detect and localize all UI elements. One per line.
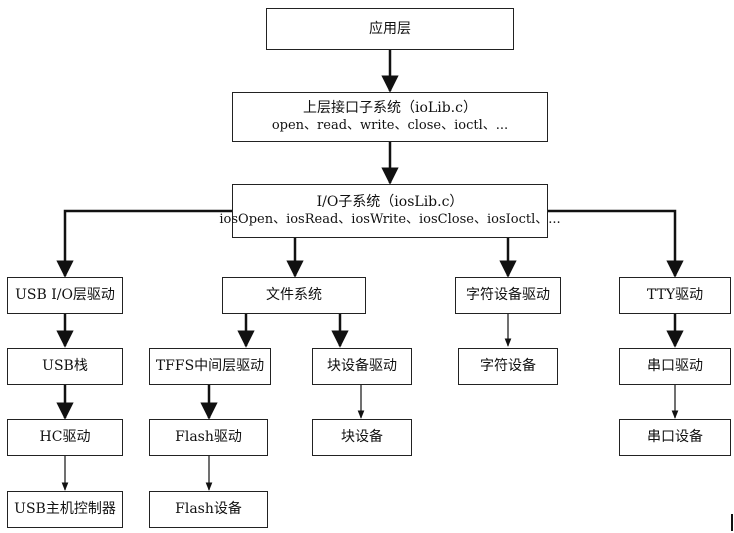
node-usb-io-driver-label: USB I/O层驱动 [15, 287, 115, 303]
node-usb-host-controller-label: USB主机控制器 [14, 501, 116, 517]
node-usb-host-controller: USB主机控制器 [7, 491, 123, 528]
node-hc-driver: HC驱动 [7, 419, 123, 456]
node-serial-driver-label: 串口驱动 [647, 358, 703, 374]
node-char-driver: 字符设备驱动 [455, 277, 561, 314]
node-ios-subsystem-title: I/O子系统（iosLib.c） [316, 194, 464, 210]
node-block-driver: 块设备驱动 [312, 348, 412, 385]
node-serial-device: 串口设备 [619, 419, 731, 456]
node-io-subsystem: 上层接口子系统（ioLib.c） open、read、write、close、i… [232, 92, 548, 142]
node-serial-driver: 串口驱动 [619, 348, 731, 385]
node-usb-io-driver: USB I/O层驱动 [7, 277, 123, 314]
node-block-device-label: 块设备 [341, 429, 383, 445]
node-hc-driver-label: HC驱动 [39, 429, 91, 445]
node-ios-subsystem-functions: iosOpen、iosRead、iosWrite、iosClose、iosIoc… [219, 212, 561, 227]
node-char-driver-label: 字符设备驱动 [466, 287, 550, 303]
node-filesystem: 文件系统 [222, 277, 366, 314]
node-usb-stack-label: USB栈 [42, 358, 88, 374]
node-serial-device-label: 串口设备 [647, 429, 703, 445]
node-flash-driver: Flash驱动 [149, 419, 268, 456]
node-char-device-label: 字符设备 [480, 358, 536, 374]
node-block-device: 块设备 [312, 419, 412, 456]
node-ios-subsystem: I/O子系统（iosLib.c） iosOpen、iosRead、iosWrit… [219, 184, 561, 238]
edge-cursor-mark [731, 514, 733, 531]
arrow-ios-to-usb-io [56, 209, 232, 278]
node-flash-device: Flash设备 [149, 491, 268, 528]
node-filesystem-label: 文件系统 [266, 287, 322, 303]
node-app-layer-label: 应用层 [369, 20, 411, 37]
node-tffs-driver-label: TFFS中间层驱动 [155, 358, 265, 374]
node-tffs-driver: TFFS中间层驱动 [149, 348, 271, 385]
node-flash-device-label: Flash设备 [175, 501, 242, 517]
node-char-device: 字符设备 [458, 348, 558, 385]
node-flash-driver-label: Flash驱动 [175, 429, 242, 445]
node-app-layer: 应用层 [266, 8, 514, 50]
node-block-driver-label: 块设备驱动 [327, 358, 397, 374]
node-io-subsystem-title: 上层接口子系统（ioLib.c） [303, 100, 477, 116]
node-tty-driver: TTY驱动 [619, 277, 731, 314]
node-usb-stack: USB栈 [7, 348, 123, 385]
node-io-subsystem-functions: open、read、write、close、ioctl、... [271, 118, 509, 133]
node-tty-driver-label: TTY驱动 [646, 287, 704, 303]
arrow-ios-to-tty [548, 209, 684, 278]
